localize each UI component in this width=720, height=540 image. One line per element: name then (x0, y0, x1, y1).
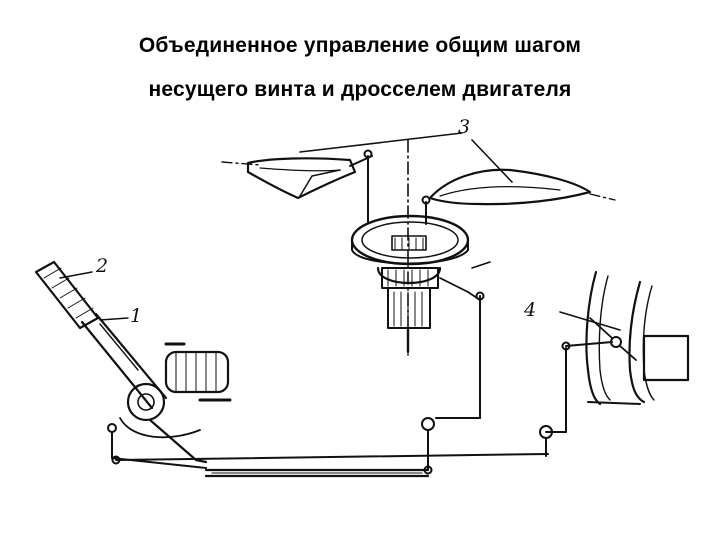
callout-3: 3 (458, 116, 470, 138)
title-line-1: Объединенное управление общим шагом (138, 34, 582, 57)
collective-lever (34, 260, 168, 410)
main-shaft (376, 261, 491, 354)
title-line-2: несущего винта и дросселем двигателя (148, 78, 572, 101)
collective-vertical-rod (435, 291, 485, 419)
rotor-blade-right (428, 168, 616, 206)
lower-linkage (107, 341, 613, 478)
callout-leaders (59, 271, 129, 321)
callout-2: 2 (95, 255, 108, 277)
swashplate (350, 214, 470, 266)
callout-1: 1 (130, 305, 142, 327)
callout-3-leaders (299, 132, 513, 183)
lever-pivot-housing (119, 342, 232, 464)
rotor-blade-left (221, 155, 373, 200)
pitch-rods (363, 149, 431, 225)
callout-4: 4 (523, 299, 536, 321)
engine-throttle (559, 270, 690, 406)
